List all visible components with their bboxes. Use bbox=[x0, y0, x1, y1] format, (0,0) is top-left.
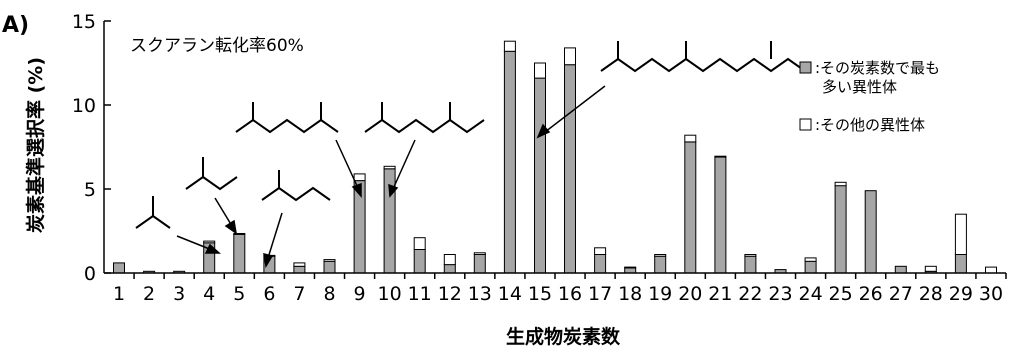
legend-swatch-major bbox=[799, 61, 812, 74]
axes-group bbox=[103, 20, 1007, 279]
bar-c5-other bbox=[233, 233, 246, 235]
bar-c19-major bbox=[654, 255, 667, 274]
bar-c5-major bbox=[233, 233, 246, 274]
x-axis-label: 生成物炭素数 bbox=[506, 325, 621, 347]
x-tick-label: 29 bbox=[949, 283, 973, 305]
bar-c22-other bbox=[744, 254, 757, 257]
x-tick-label: 20 bbox=[678, 283, 702, 305]
bar-c21-major bbox=[714, 156, 727, 274]
bar-c1-major bbox=[113, 262, 125, 274]
x-tick-label: 12 bbox=[438, 283, 462, 305]
x-tick-label: 28 bbox=[919, 283, 943, 305]
y-tick-label: 0 bbox=[84, 263, 96, 285]
bar-c26-major bbox=[864, 190, 877, 274]
x-tick-label: 7 bbox=[293, 283, 305, 305]
bar-c21-other bbox=[714, 155, 727, 158]
y-axis-label: 炭素基準選択率 (%) bbox=[24, 57, 47, 233]
bar-c16-major bbox=[564, 64, 576, 274]
x-tick-label: 2 bbox=[143, 283, 155, 305]
x-tick-label: 3 bbox=[173, 283, 185, 305]
x-tick-label: 13 bbox=[468, 283, 492, 305]
bar-c15-major bbox=[534, 77, 546, 274]
x-tick-label: 1 bbox=[113, 283, 125, 305]
bar-c14-major bbox=[503, 50, 516, 274]
bar-c24-major bbox=[804, 260, 817, 274]
x-tick-label: 8 bbox=[323, 283, 335, 305]
bar-c11-major bbox=[413, 249, 426, 274]
bar-c25-other bbox=[834, 181, 847, 187]
x-tick-label: 15 bbox=[528, 283, 552, 305]
bar-c28-other bbox=[924, 265, 937, 272]
y-tick-label: 5 bbox=[84, 179, 96, 201]
bar-c17-other bbox=[594, 247, 607, 256]
x-tick-label: 23 bbox=[768, 283, 792, 305]
bar-c13-other bbox=[473, 252, 486, 256]
molecule-c10-dimethyloctane-icon bbox=[364, 102, 485, 134]
bar-c8-major bbox=[323, 260, 336, 274]
x-tick-label: 25 bbox=[829, 283, 853, 305]
bar-c10-other bbox=[383, 165, 396, 170]
molecule-c4-isobutane-icon bbox=[135, 196, 171, 229]
bar-c20-other bbox=[684, 134, 697, 143]
x-tick-label: 26 bbox=[859, 283, 883, 305]
x-tick-label: 21 bbox=[708, 283, 732, 305]
bar-c11-other bbox=[413, 237, 426, 250]
x-tick-label: 24 bbox=[799, 283, 823, 305]
legend-swatch-other bbox=[799, 118, 812, 131]
x-tick-label: 17 bbox=[588, 283, 612, 305]
x-tick-label: 16 bbox=[558, 283, 582, 305]
bar-c29-major bbox=[954, 254, 967, 274]
bar-c12-other bbox=[443, 254, 456, 266]
x-tick-label: 19 bbox=[648, 283, 672, 305]
x-tick-label: 9 bbox=[354, 283, 366, 305]
bar-c13-major bbox=[473, 254, 486, 274]
bar-c25-major bbox=[834, 185, 847, 274]
bar-c4-other bbox=[203, 240, 216, 244]
bar-c27-major bbox=[894, 265, 907, 274]
bars-group bbox=[113, 40, 997, 274]
bar-c16-other bbox=[564, 47, 576, 66]
bar-c18-other bbox=[624, 266, 637, 269]
bar-c19-other bbox=[654, 254, 667, 257]
bar-c8-other bbox=[323, 259, 336, 262]
molecule-c6-methylpentane-icon bbox=[261, 170, 331, 202]
panel-label: A) bbox=[2, 13, 29, 38]
legend-label-major-line2: 多い異性体 bbox=[822, 78, 897, 96]
legend-label-other: :その他の異性体 bbox=[815, 116, 925, 134]
legend: :その炭素数で最も 多い異性体 :その他の異性体 bbox=[799, 59, 940, 134]
legend-label-major-line1: :その炭素数で最も bbox=[815, 59, 940, 77]
x-tick-label: 30 bbox=[979, 283, 1003, 305]
x-tick-label: 14 bbox=[498, 283, 522, 305]
y-tick-label: 15 bbox=[72, 11, 96, 33]
x-tick-label: 4 bbox=[203, 283, 215, 305]
bar-c20-major bbox=[684, 141, 697, 274]
x-tick-label: 18 bbox=[618, 283, 642, 305]
molecule-c15-trimethyldodecane-icon bbox=[600, 41, 806, 73]
x-tick-label: 6 bbox=[263, 283, 275, 305]
x-tick-label: 27 bbox=[889, 283, 913, 305]
bar-c29-other bbox=[954, 213, 967, 255]
conversion-annotation: スクアラン転化率60% bbox=[130, 36, 304, 56]
bar-c17-major bbox=[594, 254, 607, 274]
molecule-c9-dimethylheptane-icon bbox=[235, 102, 339, 134]
x-tick-label: 10 bbox=[378, 283, 402, 305]
molecule-c5-isopentane-icon bbox=[185, 157, 238, 191]
y-tick-label: 10 bbox=[72, 95, 96, 117]
bar-c14-other bbox=[503, 40, 516, 52]
bar-c9-other bbox=[353, 173, 366, 182]
annotation-arrows bbox=[176, 85, 606, 269]
bar-c7-major bbox=[293, 265, 306, 274]
bar-c7-other bbox=[293, 262, 306, 267]
bar-c15-other bbox=[534, 62, 546, 79]
bar-c22-major bbox=[744, 255, 757, 274]
bar-c12-major bbox=[443, 264, 456, 274]
y-ticks-group: 0 5 10 15 bbox=[72, 11, 96, 285]
x-tick-label: 22 bbox=[738, 283, 762, 305]
x-tick-label: 5 bbox=[233, 283, 245, 305]
bar-c30-other bbox=[985, 266, 997, 274]
bar-c24-other bbox=[804, 257, 817, 262]
x-tick-label: 11 bbox=[408, 283, 432, 305]
